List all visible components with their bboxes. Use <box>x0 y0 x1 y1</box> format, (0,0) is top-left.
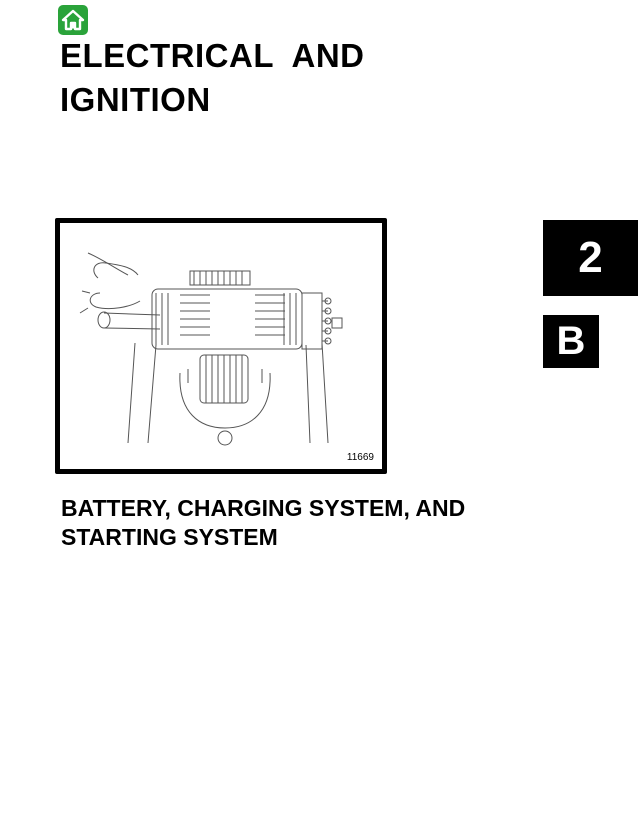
home-icon <box>61 9 85 31</box>
figure-number: 11669 <box>346 452 374 463</box>
section-title-line-2: STARTING SYSTEM <box>61 524 278 550</box>
starter-motor-illustration <box>79 252 343 446</box>
section-letter-tab: B <box>543 315 599 368</box>
home-button[interactable] <box>58 5 88 35</box>
chapter-title: ELECTRICAL AND IGNITION <box>60 34 365 122</box>
chapter-title-line-1: ELECTRICAL AND <box>60 37 365 74</box>
figure-frame: 11669 <box>55 218 387 474</box>
section-title: BATTERY, CHARGING SYSTEM, AND STARTING S… <box>61 494 465 552</box>
section-number-tab: 2 <box>543 220 638 296</box>
section-title-line-1: BATTERY, CHARGING SYSTEM, AND <box>61 495 466 521</box>
chapter-title-line-2: IGNITION <box>60 81 211 118</box>
